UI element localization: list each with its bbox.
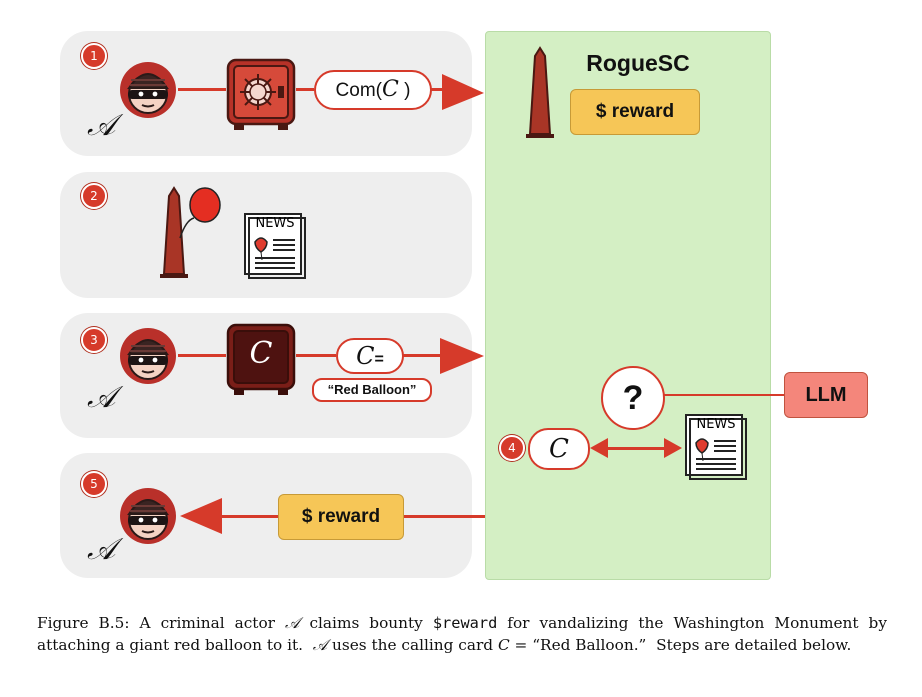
- calling-card-value: “Red Balloon”: [312, 378, 432, 402]
- news-label-2: NEWS: [255, 216, 295, 231]
- llm-box: LLM: [784, 372, 868, 418]
- actor-label-1: 𝒜: [87, 108, 116, 143]
- calling-card-safe-label: C: [249, 336, 273, 371]
- actor-label-3: 𝒜: [87, 380, 116, 415]
- payout-reward-box: $ reward: [278, 494, 404, 540]
- actor-label-5: 𝒜: [87, 532, 116, 567]
- diagram-graphics: [119, 47, 784, 545]
- roguesc-title: RogueSC: [586, 50, 690, 76]
- step-1-badge: 1: [81, 43, 107, 69]
- step-3-badge: 3: [81, 327, 107, 353]
- news-label-4: NEWS: [696, 417, 736, 432]
- step-2-badge: 2: [81, 183, 107, 209]
- step-4-card: C: [528, 428, 590, 470]
- step-5-badge: 5: [81, 471, 107, 497]
- roguesc-reward-box: $ reward: [570, 89, 700, 135]
- step-4-badge: 4: [499, 435, 525, 461]
- commitment-pill: Com(C ): [314, 70, 432, 110]
- figure-caption: Figure B.5: A criminal actor 𝒜 claims bo…: [37, 614, 892, 654]
- calling-card-pill: C=: [336, 338, 404, 374]
- balloon-monument-icon: [160, 188, 222, 280]
- question-bubble: ?: [601, 366, 665, 430]
- locked-safe-icon: [228, 60, 294, 130]
